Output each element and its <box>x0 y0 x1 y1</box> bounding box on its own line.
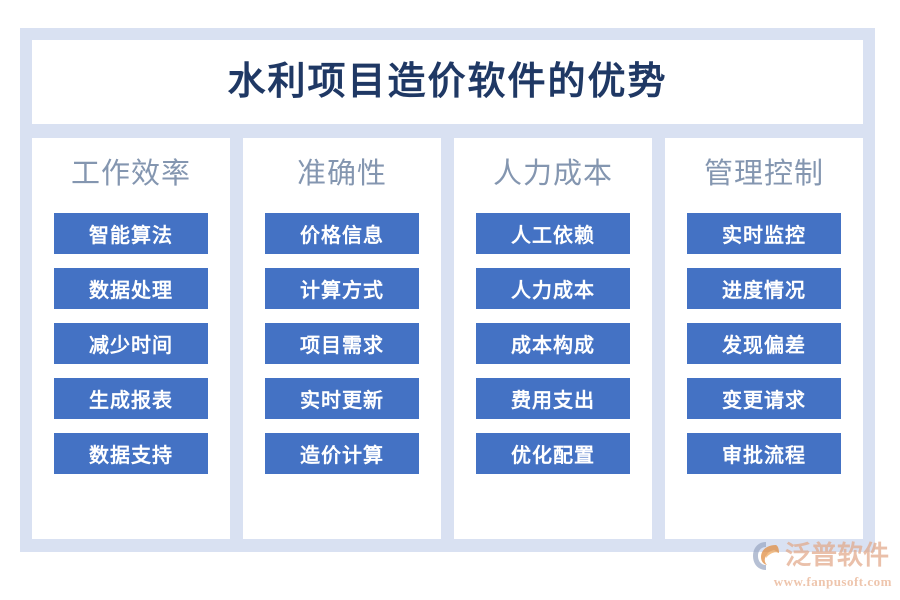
logo-company-name: 泛普软件 <box>785 541 890 570</box>
title-band: 水利项目造价软件的优势 <box>32 40 863 124</box>
columns-container: 工作效率 智能算法 数据处理 减少时间 生成报表 数据支持 准确性 价格信息 计… <box>32 138 863 539</box>
page-title: 水利项目造价软件的优势 <box>227 61 668 103</box>
items-list-1: 智能算法 数据处理 减少时间 生成报表 数据支持 <box>54 213 208 474</box>
item-chip[interactable]: 生成报表 <box>54 378 208 419</box>
column-card-4: 管理控制 实时监控 进度情况 发现偏差 变更请求 审批流程 <box>665 138 863 539</box>
items-list-3: 人工依赖 人力成本 成本构成 费用支出 优化配置 <box>476 213 630 474</box>
infographic-frame: 水利项目造价软件的优势 工作效率 智能算法 数据处理 减少时间 生成报表 数据支… <box>20 28 875 552</box>
item-chip[interactable]: 优化配置 <box>476 433 630 474</box>
item-chip[interactable]: 减少时间 <box>54 323 208 364</box>
item-chip[interactable]: 费用支出 <box>476 378 630 419</box>
column-header-3: 人力成本 <box>492 158 613 190</box>
column-header-4: 管理控制 <box>703 158 824 190</box>
column-card-2: 准确性 价格信息 计算方式 项目需求 实时更新 造价计算 <box>243 138 441 539</box>
items-list-4: 实时监控 进度情况 发现偏差 变更请求 审批流程 <box>687 213 841 474</box>
item-chip[interactable]: 价格信息 <box>265 213 419 254</box>
column-header-1: 工作效率 <box>70 158 191 190</box>
item-chip[interactable]: 造价计算 <box>265 433 419 474</box>
item-chip[interactable]: 审批流程 <box>687 433 841 474</box>
item-chip[interactable]: 人工依赖 <box>476 213 630 254</box>
item-chip[interactable]: 进度情况 <box>687 268 841 309</box>
items-list-2: 价格信息 计算方式 项目需求 实时更新 造价计算 <box>265 213 419 474</box>
item-chip[interactable]: 智能算法 <box>54 213 208 254</box>
item-chip[interactable]: 计算方式 <box>265 268 419 309</box>
logo-row: 泛普软件 <box>752 540 892 572</box>
fanpu-swoosh-icon <box>753 542 779 570</box>
item-chip[interactable]: 成本构成 <box>476 323 630 364</box>
brand-logo: 泛普软件 www.fanpusoft.com <box>752 540 892 592</box>
item-chip[interactable]: 数据支持 <box>54 433 208 474</box>
item-chip[interactable]: 人力成本 <box>476 268 630 309</box>
item-chip[interactable]: 变更请求 <box>687 378 841 419</box>
item-chip[interactable]: 项目需求 <box>265 323 419 364</box>
item-chip[interactable]: 数据处理 <box>54 268 208 309</box>
column-header-2: 准确性 <box>296 158 387 190</box>
column-card-3: 人力成本 人工依赖 人力成本 成本构成 费用支出 优化配置 <box>454 138 652 539</box>
logo-website-url: www.fanpusoft.com <box>773 574 892 589</box>
item-chip[interactable]: 实时监控 <box>687 213 841 254</box>
item-chip[interactable]: 发现偏差 <box>687 323 841 364</box>
column-card-1: 工作效率 智能算法 数据处理 减少时间 生成报表 数据支持 <box>32 138 230 539</box>
item-chip[interactable]: 实时更新 <box>265 378 419 419</box>
